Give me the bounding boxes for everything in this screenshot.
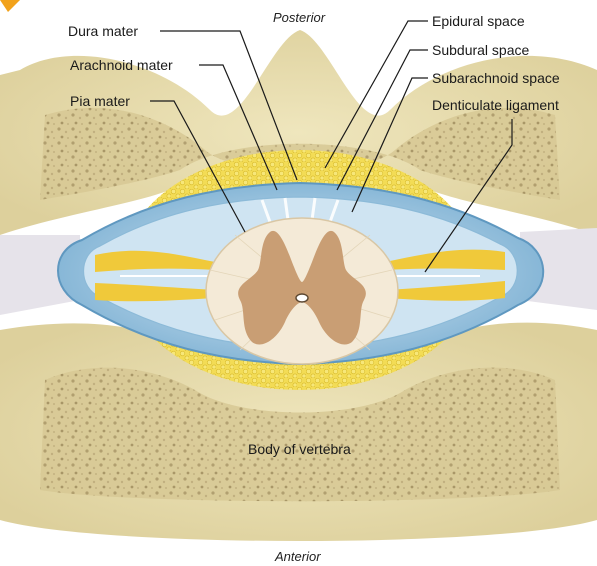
subdural-space-label: Subdural space — [432, 42, 529, 58]
central-canal — [296, 294, 308, 302]
subarachnoid-space-label: Subarachnoid space — [432, 70, 560, 86]
pia-mater-label: Pia mater — [70, 93, 130, 109]
posterior-label: Posterior — [273, 10, 325, 26]
corner-accent — [0, 0, 20, 12]
denticulate-ligament-label: Denticulate ligament — [432, 97, 559, 113]
dura-mater-label: Dura mater — [68, 23, 138, 39]
arachnoid-mater-label: Arachnoid mater — [70, 57, 173, 73]
epidural-space-label: Epidural space — [432, 13, 525, 29]
anterior-label: Anterior — [275, 549, 321, 565]
body-of-vertebra-label: Body of vertebra — [248, 441, 351, 457]
